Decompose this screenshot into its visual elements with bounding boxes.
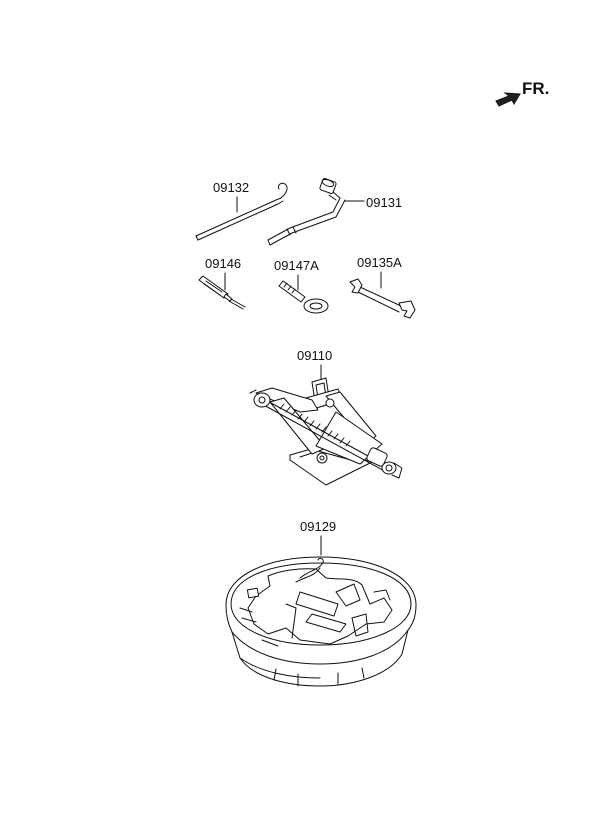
wheel-brace-rod-icon: [195, 182, 288, 241]
wheel-nut-wrench-icon: [267, 178, 346, 246]
front-arrow-icon: [495, 92, 521, 107]
spanner-icon: [349, 278, 416, 319]
part-09147A[interactable]: 09147A: [274, 258, 329, 314]
part-number-label: 09146: [205, 256, 241, 271]
front-direction-indicator: FR.: [495, 79, 549, 107]
part-09129[interactable]: 09129: [225, 519, 417, 687]
part-number-label: 09147A: [274, 258, 319, 273]
tool-tray-icon: [225, 556, 417, 687]
part-09146[interactable]: 09146: [198, 256, 246, 310]
part-09110[interactable]: 09110: [249, 348, 403, 486]
towing-hook-icon: [278, 280, 329, 314]
screwdriver-icon: [198, 275, 246, 310]
front-label: FR.: [522, 79, 549, 98]
part-09132[interactable]: 09132: [195, 180, 288, 241]
part-number-label: 09110: [297, 348, 332, 363]
part-09131[interactable]: 09131: [267, 178, 402, 246]
part-number-label: 09129: [300, 519, 336, 534]
part-number-label: 09131: [366, 195, 402, 210]
part-09135A[interactable]: 09135A: [349, 255, 416, 319]
part-number-label: 09132: [213, 180, 249, 195]
part-number-label: 09135A: [357, 255, 402, 270]
scissor-jack-icon: [249, 377, 403, 486]
